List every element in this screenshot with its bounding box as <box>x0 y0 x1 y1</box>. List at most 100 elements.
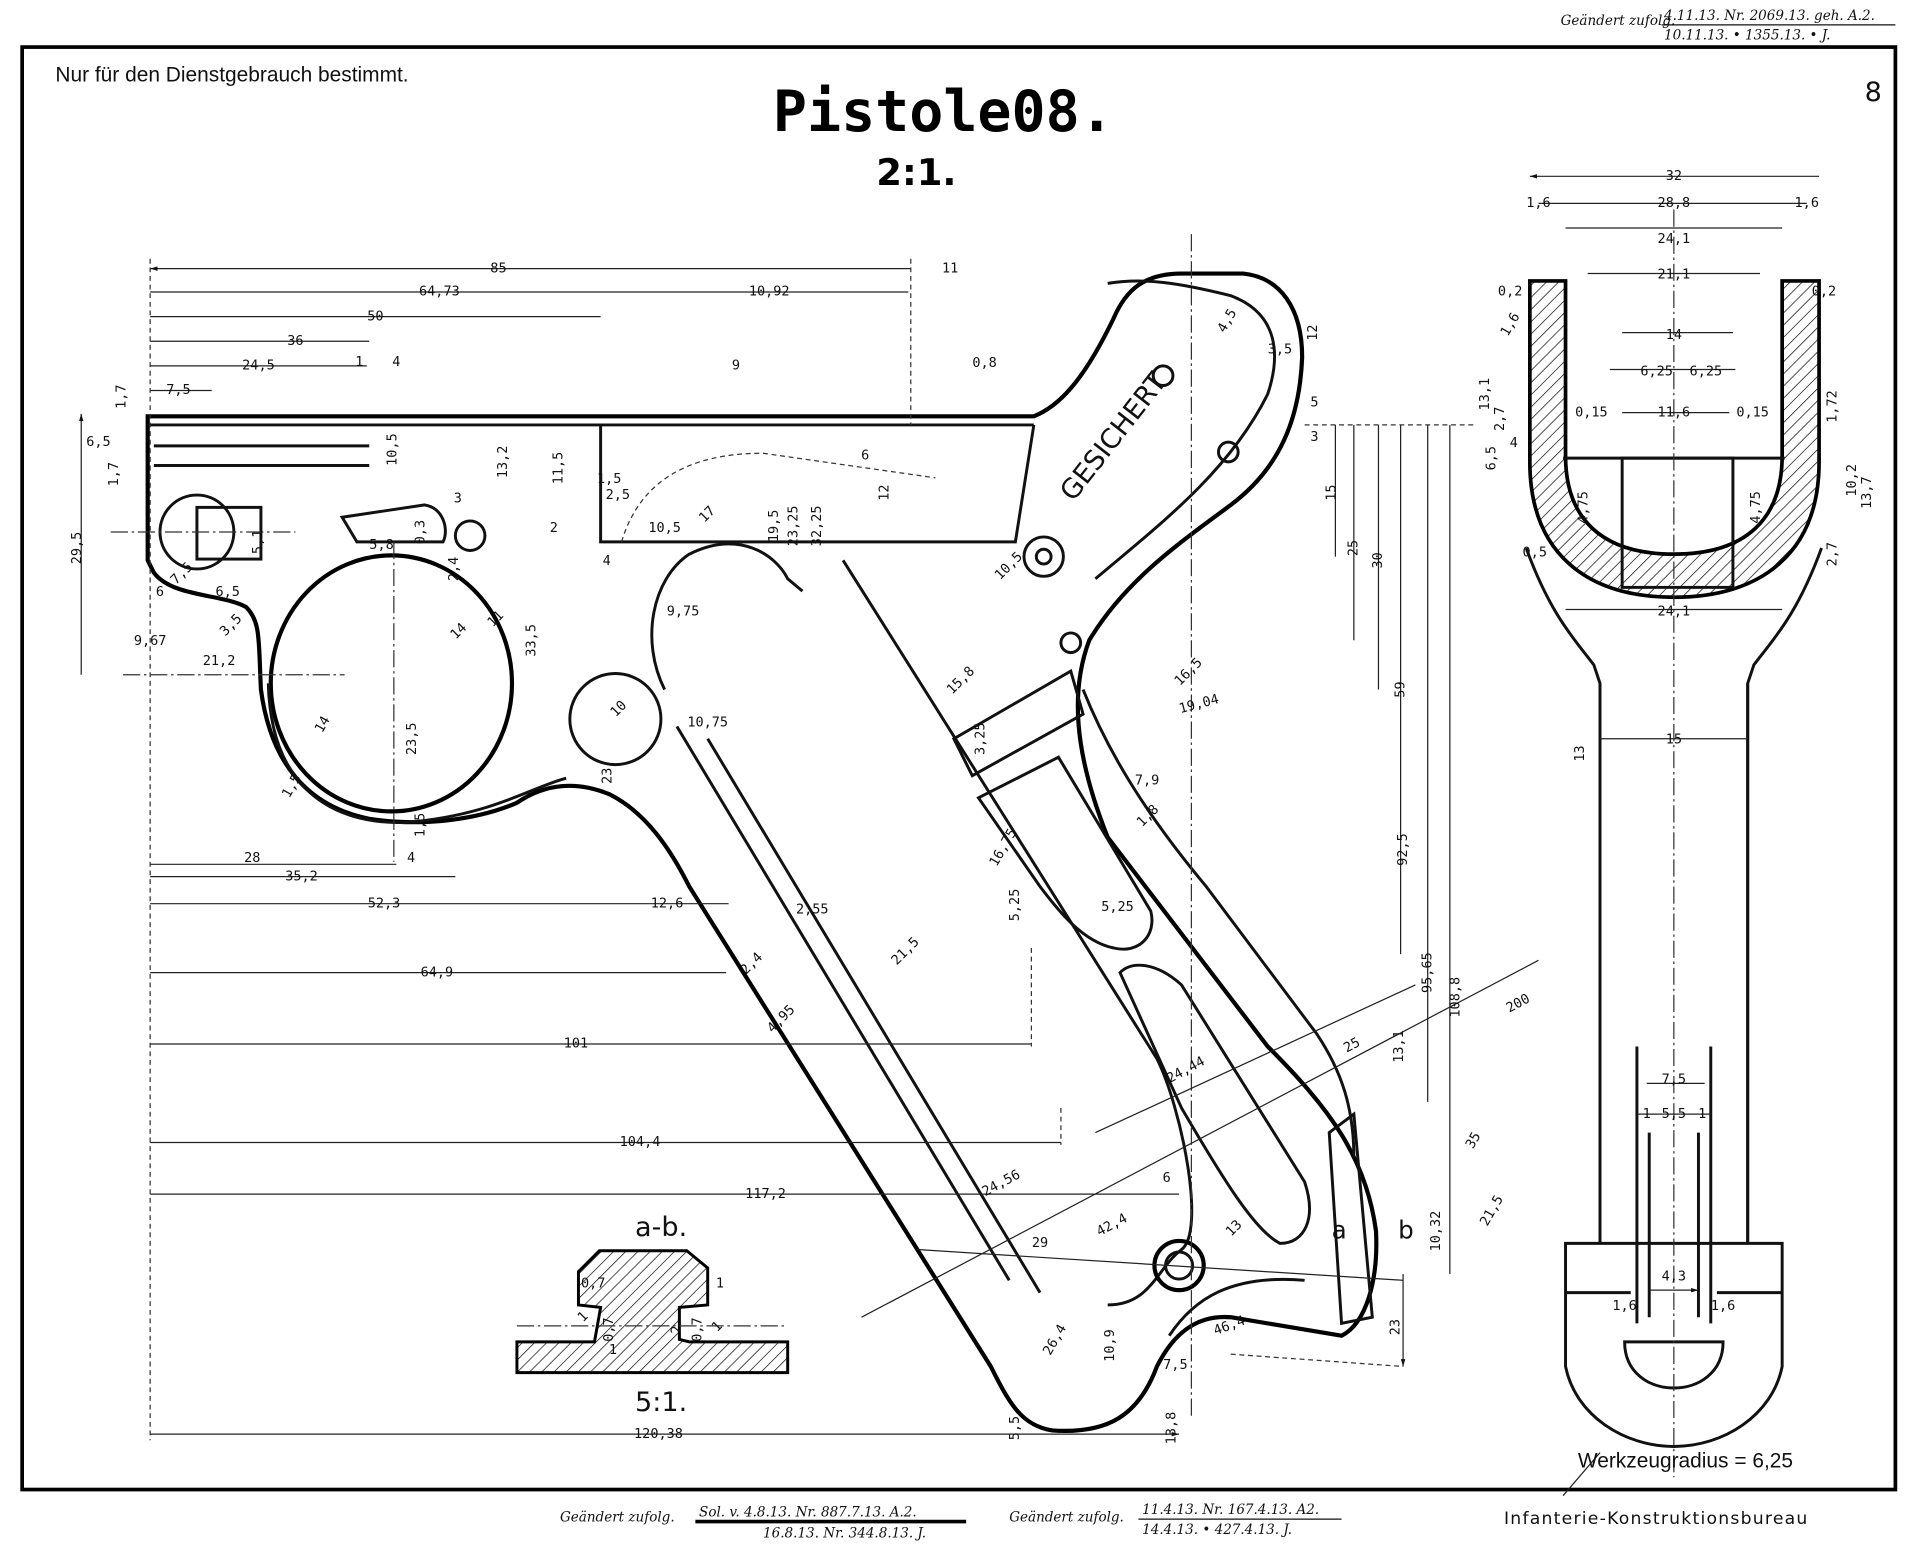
dimension-label: 11 <box>942 260 958 276</box>
dimension-label: 5,5 <box>1662 1106 1686 1122</box>
dimension-label: 2,4 <box>446 557 462 581</box>
footer-change-note-2: Geändert zufolg. 11.4.13. Nr. 167.4.13. … <box>1009 1502 1342 1538</box>
dimension-label: 35 <box>1462 1129 1484 1151</box>
dimension-lines <box>81 258 1539 1441</box>
dimension-label: 1,6 <box>1526 195 1550 211</box>
dimension-label: 13,1 <box>1391 1030 1407 1063</box>
restriction-note: Nur für den Dienstgebrauch bestimmt. <box>55 64 408 87</box>
tool-radius-note: Werkzeugradius = 6,25 <box>1578 1449 1793 1472</box>
section-scale: 5:1. <box>635 1387 687 1418</box>
dimension-label: 10,2 <box>1844 464 1860 497</box>
dimension-label: 15 <box>1323 484 1339 500</box>
dimension-label: 6,5 <box>215 584 239 600</box>
dimension-label: 2,55 <box>796 902 829 918</box>
trigger-guard-opening <box>268 553 515 814</box>
dimension-label: 1,6 <box>1612 1298 1636 1314</box>
dimension-label: 9 <box>732 358 740 374</box>
dimension-label: 11,6 <box>1658 404 1691 420</box>
dimension-label: 10,32 <box>1428 1211 1444 1252</box>
dimension-label: 0,2 <box>1812 284 1836 300</box>
dimension-label: 13,2 <box>495 446 511 479</box>
dimension-label: 12 <box>877 484 893 500</box>
dimension-label: 42,4 <box>1094 1210 1130 1239</box>
change-note-line1: Sol. v. 4.8.13. Nr. 887.7.13. A.2. <box>699 1505 917 1521</box>
dimension-label: 4,5 <box>1214 306 1240 335</box>
dimension-label: 24,5 <box>242 358 275 374</box>
dimension-label: 28 <box>244 850 260 866</box>
dimension-label: 6,25 <box>1640 364 1673 380</box>
section-dimension-label: 1 <box>716 1276 724 1292</box>
section-dimension-label: 0,7 <box>601 1317 617 1341</box>
dimension-label: 0,15 <box>1736 404 1769 420</box>
dimension-label: 19,04 <box>1177 691 1220 717</box>
dimension-label: 23,25 <box>786 506 802 547</box>
dimension-label: 33,5 <box>523 624 539 657</box>
dimension-label: 3 <box>1310 429 1318 445</box>
dimension-label: 3,25 <box>973 722 989 755</box>
dimension-label: 6,5 <box>86 434 110 450</box>
marker-a: a <box>1332 1215 1347 1244</box>
dimension-label: 10,5 <box>992 549 1026 583</box>
change-note-line1: 4.11.13. Nr. 2069.13. geh. A.2. <box>1663 8 1875 24</box>
marker-b: b <box>1398 1215 1414 1244</box>
dimension-label: 21,1 <box>1658 266 1691 282</box>
dimension-label: 1,6 <box>1711 1298 1735 1314</box>
dimension-label: 14 <box>447 620 470 643</box>
dimension-label: 120,38 <box>634 1426 683 1442</box>
dimension-label: 1 <box>1643 1106 1651 1122</box>
dimension-label: 200 <box>1504 991 1533 1017</box>
dimension-label: 3 <box>454 490 462 506</box>
dimension-label: 10 <box>607 697 630 720</box>
dimension-label: 10,9 <box>1102 1329 1118 1362</box>
dimension-label: 28,8 <box>1658 195 1691 211</box>
dimension-label: 1,72 <box>1824 390 1840 423</box>
dimension-label: 6 <box>1163 1170 1171 1186</box>
dimension-label: 1 <box>1698 1106 1706 1122</box>
section-dimension-label: 0,7 <box>690 1317 706 1341</box>
dimension-label: 59 <box>1392 681 1408 697</box>
dimension-label: 25 <box>1346 540 1362 556</box>
dimension-label: 0,2 <box>1498 284 1522 300</box>
dimension-label: 1,7 <box>106 462 122 486</box>
dimension-label: 0,15 <box>1575 404 1608 420</box>
top-change-note: Geändert zufolg. 4.11.13. Nr. 2069.13. g… <box>1561 8 1896 44</box>
dimension-label: 6,5 <box>1483 446 1499 470</box>
dimension-label: 1,5 <box>597 471 621 487</box>
dimension-label: 5 <box>1310 394 1318 410</box>
dimension-label: 23 <box>600 768 616 784</box>
drawing-title: Pistole08. <box>773 79 1114 145</box>
change-note-line2: 16.8.13. Nr. 344.8.13. J. <box>763 1526 926 1542</box>
dimension-label: 52,3 <box>368 895 401 911</box>
dimension-label: 24,1 <box>1658 231 1691 247</box>
dimension-label: 14 <box>1666 327 1682 343</box>
dimension-label: 5,25 <box>1007 889 1023 922</box>
dimension-label: 35,2 <box>285 868 318 884</box>
dimension-label: 7,5 <box>166 382 190 398</box>
change-note-line2: 14.4.13. • 427.4.13. J. <box>1142 1522 1292 1538</box>
dimension-label: 4 <box>603 553 611 569</box>
dimension-label: 6,25 <box>1690 364 1723 380</box>
dimension-label: 14 <box>312 713 334 735</box>
dimension-label: 50 <box>367 308 383 324</box>
dimension-label: 11,5 <box>550 452 566 485</box>
dimension-label: 7,5 <box>167 559 196 588</box>
dimension-label: 13,1 <box>1477 378 1493 411</box>
dimension-label: 85 <box>490 260 506 276</box>
drawing-border <box>20 45 1898 1492</box>
dimension-label: 10,92 <box>749 284 790 300</box>
dimension-label: 4 <box>407 850 415 866</box>
change-note-line1: 11.4.13. Nr. 167.4.13. A2. <box>1142 1502 1319 1518</box>
dimension-label: 1,5 <box>279 771 305 800</box>
section-dimension-label: 2 <box>669 1325 685 1333</box>
dimension-label: 1,7 <box>114 384 130 408</box>
sheet-number: 8 <box>1865 77 1882 108</box>
dimension-label: 15 <box>1666 732 1682 748</box>
dimension-label: 4,75 <box>1748 491 1764 524</box>
dimension-label: 5,5 <box>1007 1416 1023 1440</box>
dimension-label: 29,5 <box>69 532 85 565</box>
dimension-label: 2,7 <box>1492 407 1508 431</box>
dimension-label: 25 <box>1341 1035 1363 1057</box>
dimension-label: 11 <box>484 608 507 631</box>
dimension-label: 16,5 <box>1171 655 1205 689</box>
